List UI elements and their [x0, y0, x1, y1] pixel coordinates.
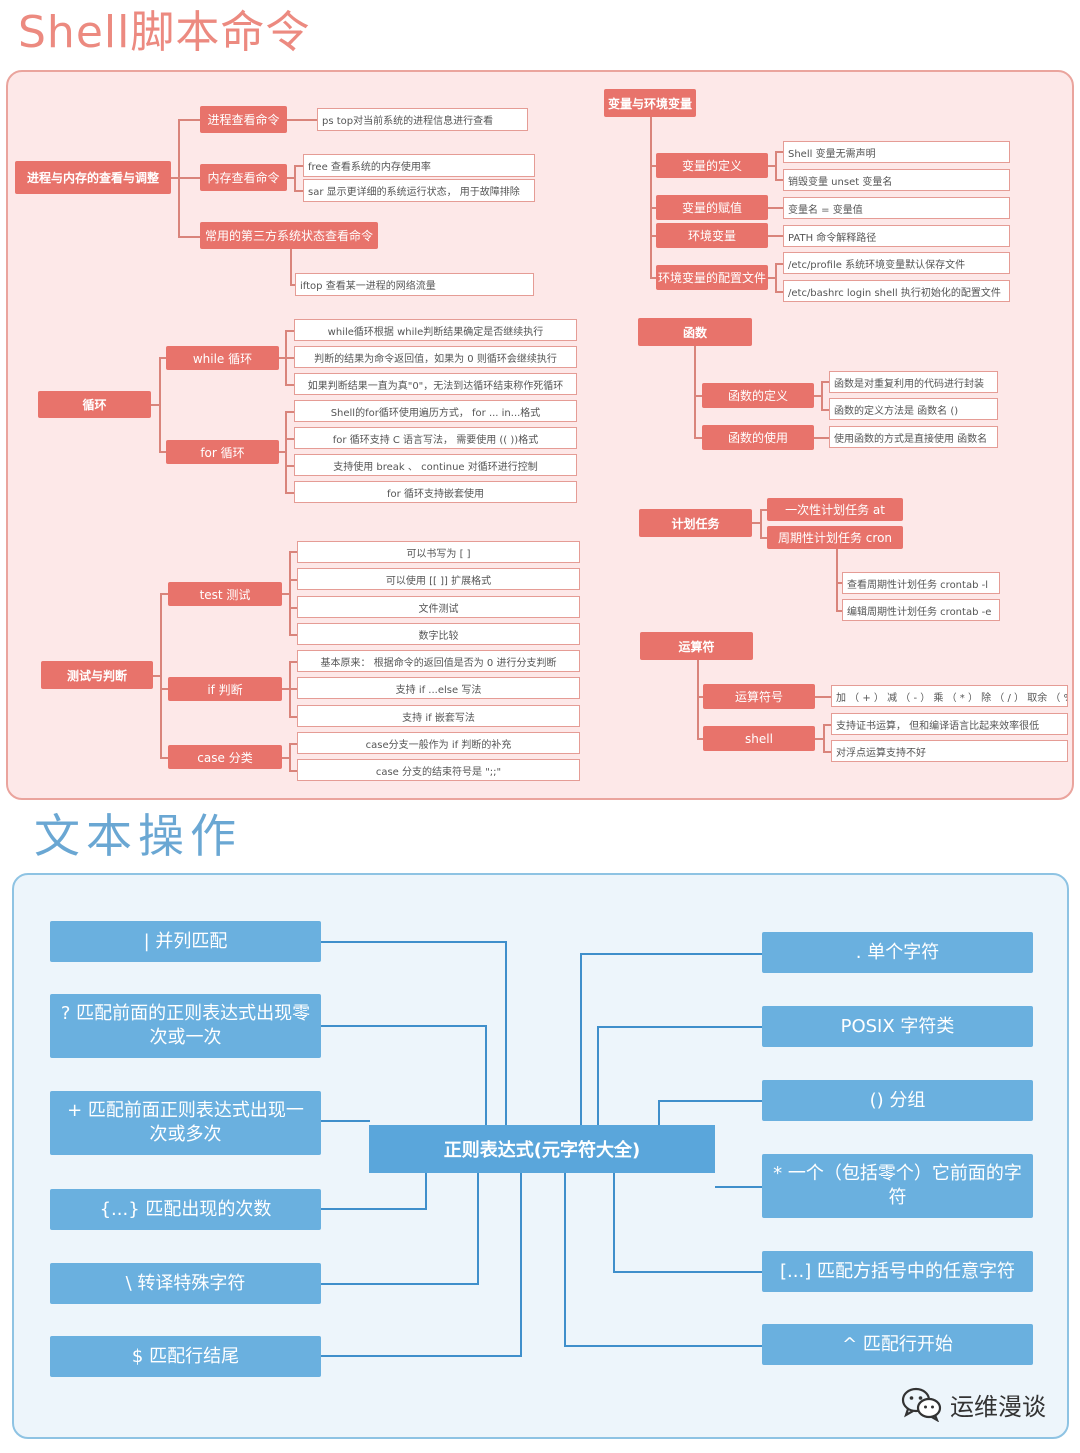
for-item-1: Shell的for循环使用遍历方式， for ... in...格式: [294, 400, 577, 422]
at-task-node: 一次性计划任务 at: [767, 498, 903, 521]
test-item-3: 文件测试: [297, 596, 580, 618]
if-node: if 判断: [168, 677, 282, 701]
env-var-item: PATH 命令解释路径: [783, 225, 1010, 247]
test-item-4: 数字比较: [297, 623, 580, 645]
while-item-3: 如果判断结果一直为真"0"，无法到达循环结束称作死循环: [294, 373, 577, 395]
regex-question-node: ? 匹配前面的正则表达式出现零次或一次: [50, 994, 321, 1058]
while-loop-node: while 循环: [166, 346, 279, 370]
shell-section-title: Shell脚本命令: [18, 7, 311, 58]
wechat-icon: [901, 1387, 942, 1422]
text-section-title: 文本操作: [34, 809, 242, 863]
if-item-2: 支持 if ...else 写法: [297, 677, 580, 699]
regex-dollar-node: $ 匹配行结尾: [50, 1336, 321, 1377]
variables-node: 变量与环境变量: [604, 89, 696, 117]
regex-dot-node: . 单个字符: [762, 932, 1033, 973]
test-node: test 测试: [168, 582, 282, 606]
var-assign-node: 变量的赋值: [656, 195, 768, 220]
regex-plus-node: + 匹配前面正则表达式出现一次或多次: [50, 1091, 321, 1155]
shell-op-item-1: 支持证书运算， 但和编译语言比起来效率很低: [831, 713, 1068, 735]
regex-center-node: 正则表达式(元字符大全): [369, 1125, 715, 1173]
cron-node: 计划任务: [639, 509, 752, 537]
test-judge-node: 测试与判断: [41, 661, 153, 689]
var-def-item-1: Shell 变量无需声明: [783, 141, 1010, 163]
third-party-command-node: 常用的第三方系统状态查看命令: [200, 222, 378, 249]
operator-node: 运算符: [640, 632, 753, 660]
regex-pipe-node: | 并列匹配: [50, 921, 321, 962]
for-item-4: for 循环支持嵌套使用: [294, 481, 577, 503]
memory-free-desc: free 查看系统的内存使用率: [303, 154, 535, 177]
memory-sar-desc: sar 显示更详细的系统运行状态， 用于故障排除: [303, 179, 535, 202]
watermark: 运维漫谈: [900, 1382, 1046, 1426]
var-assign-item: 变量名 = 变量值: [783, 197, 1010, 219]
watermark-text: 运维漫谈: [950, 1392, 1046, 1421]
for-item-2: for 循环支持 C 语言写法， 需要使用 (( ))格式: [294, 427, 577, 449]
func-use-item: 使用函数的方式是直接使用 函数名: [829, 426, 998, 448]
op-symbol-node: 运算符号: [703, 684, 815, 709]
cron-item-2: 编辑周期性计划任务 crontab -e: [842, 599, 1000, 621]
process-memory-node: 进程与内存的查看与调整: [15, 161, 171, 194]
var-def-node: 变量的定义: [656, 153, 768, 178]
env-conf-item-2: /etc/bashrc login shell 执行初始化的配置文件: [783, 280, 1010, 302]
shell-op-item-2: 对浮点运算支持不好: [831, 740, 1068, 762]
regex-escape-node: \ 转译特殊字符: [50, 1263, 321, 1304]
env-conf-item-1: /etc/profile 系统环境变量默认保存文件: [783, 252, 1010, 274]
function-node: 函数: [638, 318, 752, 346]
regex-posix-node: POSIX 字符类: [762, 1006, 1033, 1047]
loop-node: 循环: [38, 391, 151, 418]
test-item-1: 可以书写为 [ ]: [297, 541, 580, 563]
case-node: case 分类: [168, 745, 282, 769]
if-item-1: 基本原来： 根据命令的返回值是否为 0 进行分支判断: [297, 650, 580, 672]
op-symbol-item: 加 （ + ） 减 （ - ） 乘 （ * ） 除 （ / ） 取余 （ % ）: [831, 685, 1068, 707]
regex-brace-node: {...} 匹配出现的次数: [50, 1189, 321, 1230]
var-def-item-2: 销毁变量 unset 变量名: [783, 169, 1010, 191]
cron-item-1: 查看周期性计划任务 crontab -l: [842, 572, 1000, 594]
process-view-desc: ps top对当前系统的进程信息进行查看: [317, 108, 528, 131]
regex-bracket-node: [...] 匹配方括号中的任意字符: [762, 1251, 1033, 1292]
func-def-node: 函数的定义: [702, 383, 814, 408]
while-item-1: while循环根据 while判断结果确定是否继续执行: [294, 319, 577, 341]
regex-caret-node: ^ 匹配行开始: [762, 1324, 1033, 1365]
regex-group-node: () 分组: [762, 1080, 1033, 1121]
shell-op-node: shell: [703, 726, 815, 751]
case-item-2: case 分支的结束符号是 ";;": [297, 759, 580, 781]
env-var-node: 环境变量: [656, 223, 768, 248]
regex-star-node: * 一个（包括零个）它前面的字符: [762, 1154, 1033, 1218]
test-item-2: 可以使用 [[ ]] 扩展格式: [297, 568, 580, 590]
while-item-2: 判断的结果为命令返回值，如果为 0 则循环会继续执行: [294, 346, 577, 368]
case-item-1: case分支一般作为 if 判断的补充: [297, 732, 580, 754]
for-loop-node: for 循环: [166, 440, 279, 464]
for-item-3: 支持使用 break 、 continue 对循环进行控制: [294, 454, 577, 476]
process-view-command-node: 进程查看命令: [200, 106, 287, 133]
cron-task-node: 周期性计划任务 cron: [767, 526, 903, 549]
memory-view-command-node: 内存查看命令: [200, 164, 287, 191]
func-def-item-1: 函数是对重复利用的代码进行封装: [829, 371, 998, 393]
func-use-node: 函数的使用: [702, 425, 814, 450]
func-def-item-2: 函数的定义方法是 函数名 (): [829, 398, 998, 420]
iftop-desc: iftop 查看某一进程的网络流量: [295, 273, 534, 296]
env-conf-node: 环境变量的配置文件: [656, 265, 768, 290]
if-item-3: 支持 if 嵌套写法: [297, 705, 580, 727]
